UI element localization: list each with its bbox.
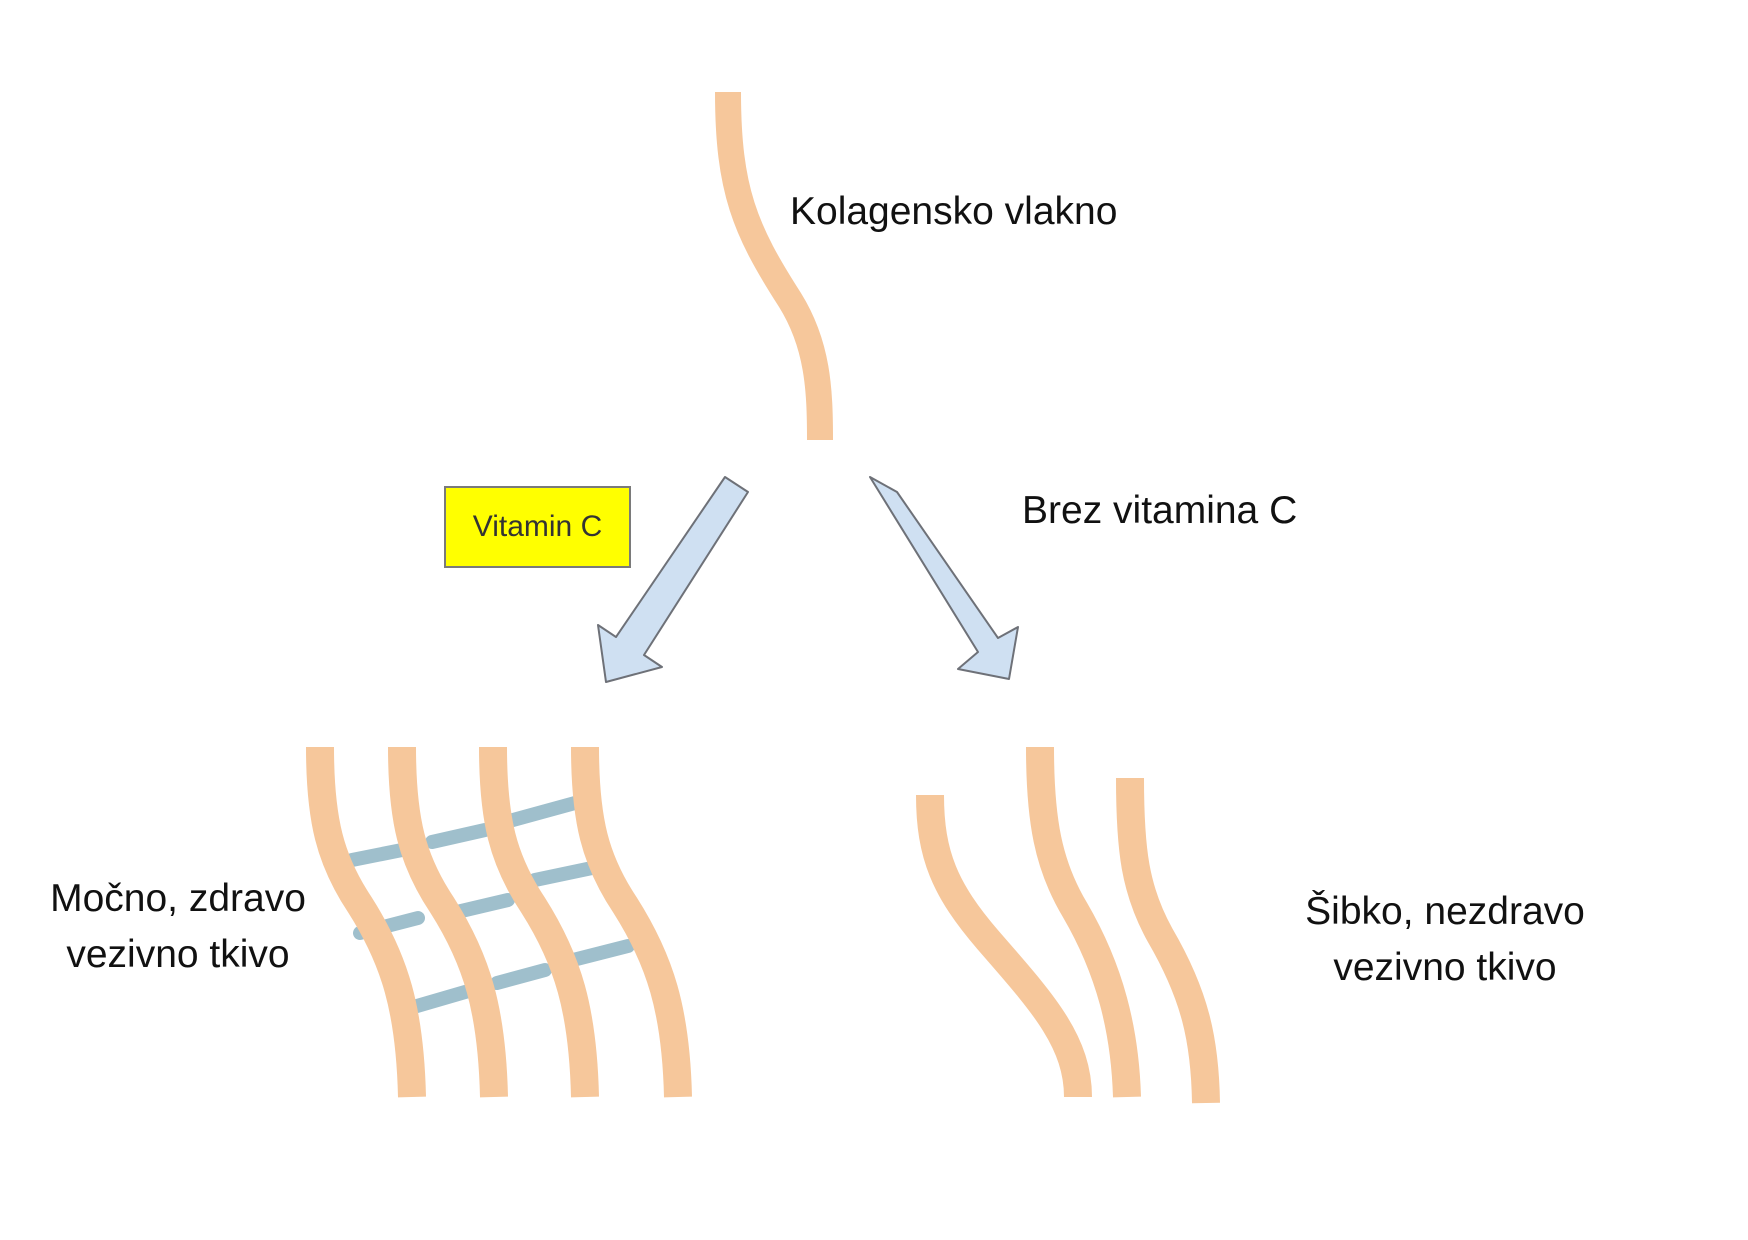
collagen-fiber	[715, 91, 833, 441]
collagen-fiber	[306, 746, 426, 1098]
arrow-left	[597, 476, 749, 683]
weak-label-line2: vezivno tkivo	[1333, 946, 1557, 989]
collagen-fiber	[1026, 746, 1141, 1098]
crosslink	[506, 796, 582, 827]
strong-tissue-label: Močno, zdravo vezivno tkivo	[40, 871, 316, 983]
collagen-fiber	[479, 746, 599, 1098]
strong-label-line1: Močno, zdravo	[50, 877, 306, 920]
collagen-fiber	[388, 746, 508, 1098]
crosslink	[425, 823, 492, 849]
vitamin-c-tag: Vitamin C	[444, 486, 631, 568]
weak-label-line1: Šibko, nezdravo	[1305, 890, 1585, 933]
without-vitamin-label: Brez vitamina C	[1022, 489, 1298, 532]
collagen-fiber	[1116, 777, 1220, 1104]
crosslink	[410, 983, 479, 1013]
crosslink	[528, 861, 599, 887]
crosslink	[450, 893, 515, 919]
collagen-fiber	[571, 746, 692, 1098]
collagen-fiber	[916, 794, 1092, 1098]
crosslink	[345, 843, 409, 867]
crosslink	[490, 963, 552, 990]
weak-tissue-fibers	[916, 746, 1220, 1104]
weak-tissue-label: Šibko, nezdravo vezivno tkivo	[1300, 884, 1590, 996]
strong-label-line2: vezivno tkivo	[66, 933, 290, 976]
strong-tissue-fibers	[306, 746, 692, 1098]
crosslinks	[345, 796, 635, 1013]
fiber-label: Kolagensko vlakno	[790, 190, 1118, 233]
arrow-right	[869, 476, 1019, 680]
crosslink	[566, 939, 635, 967]
